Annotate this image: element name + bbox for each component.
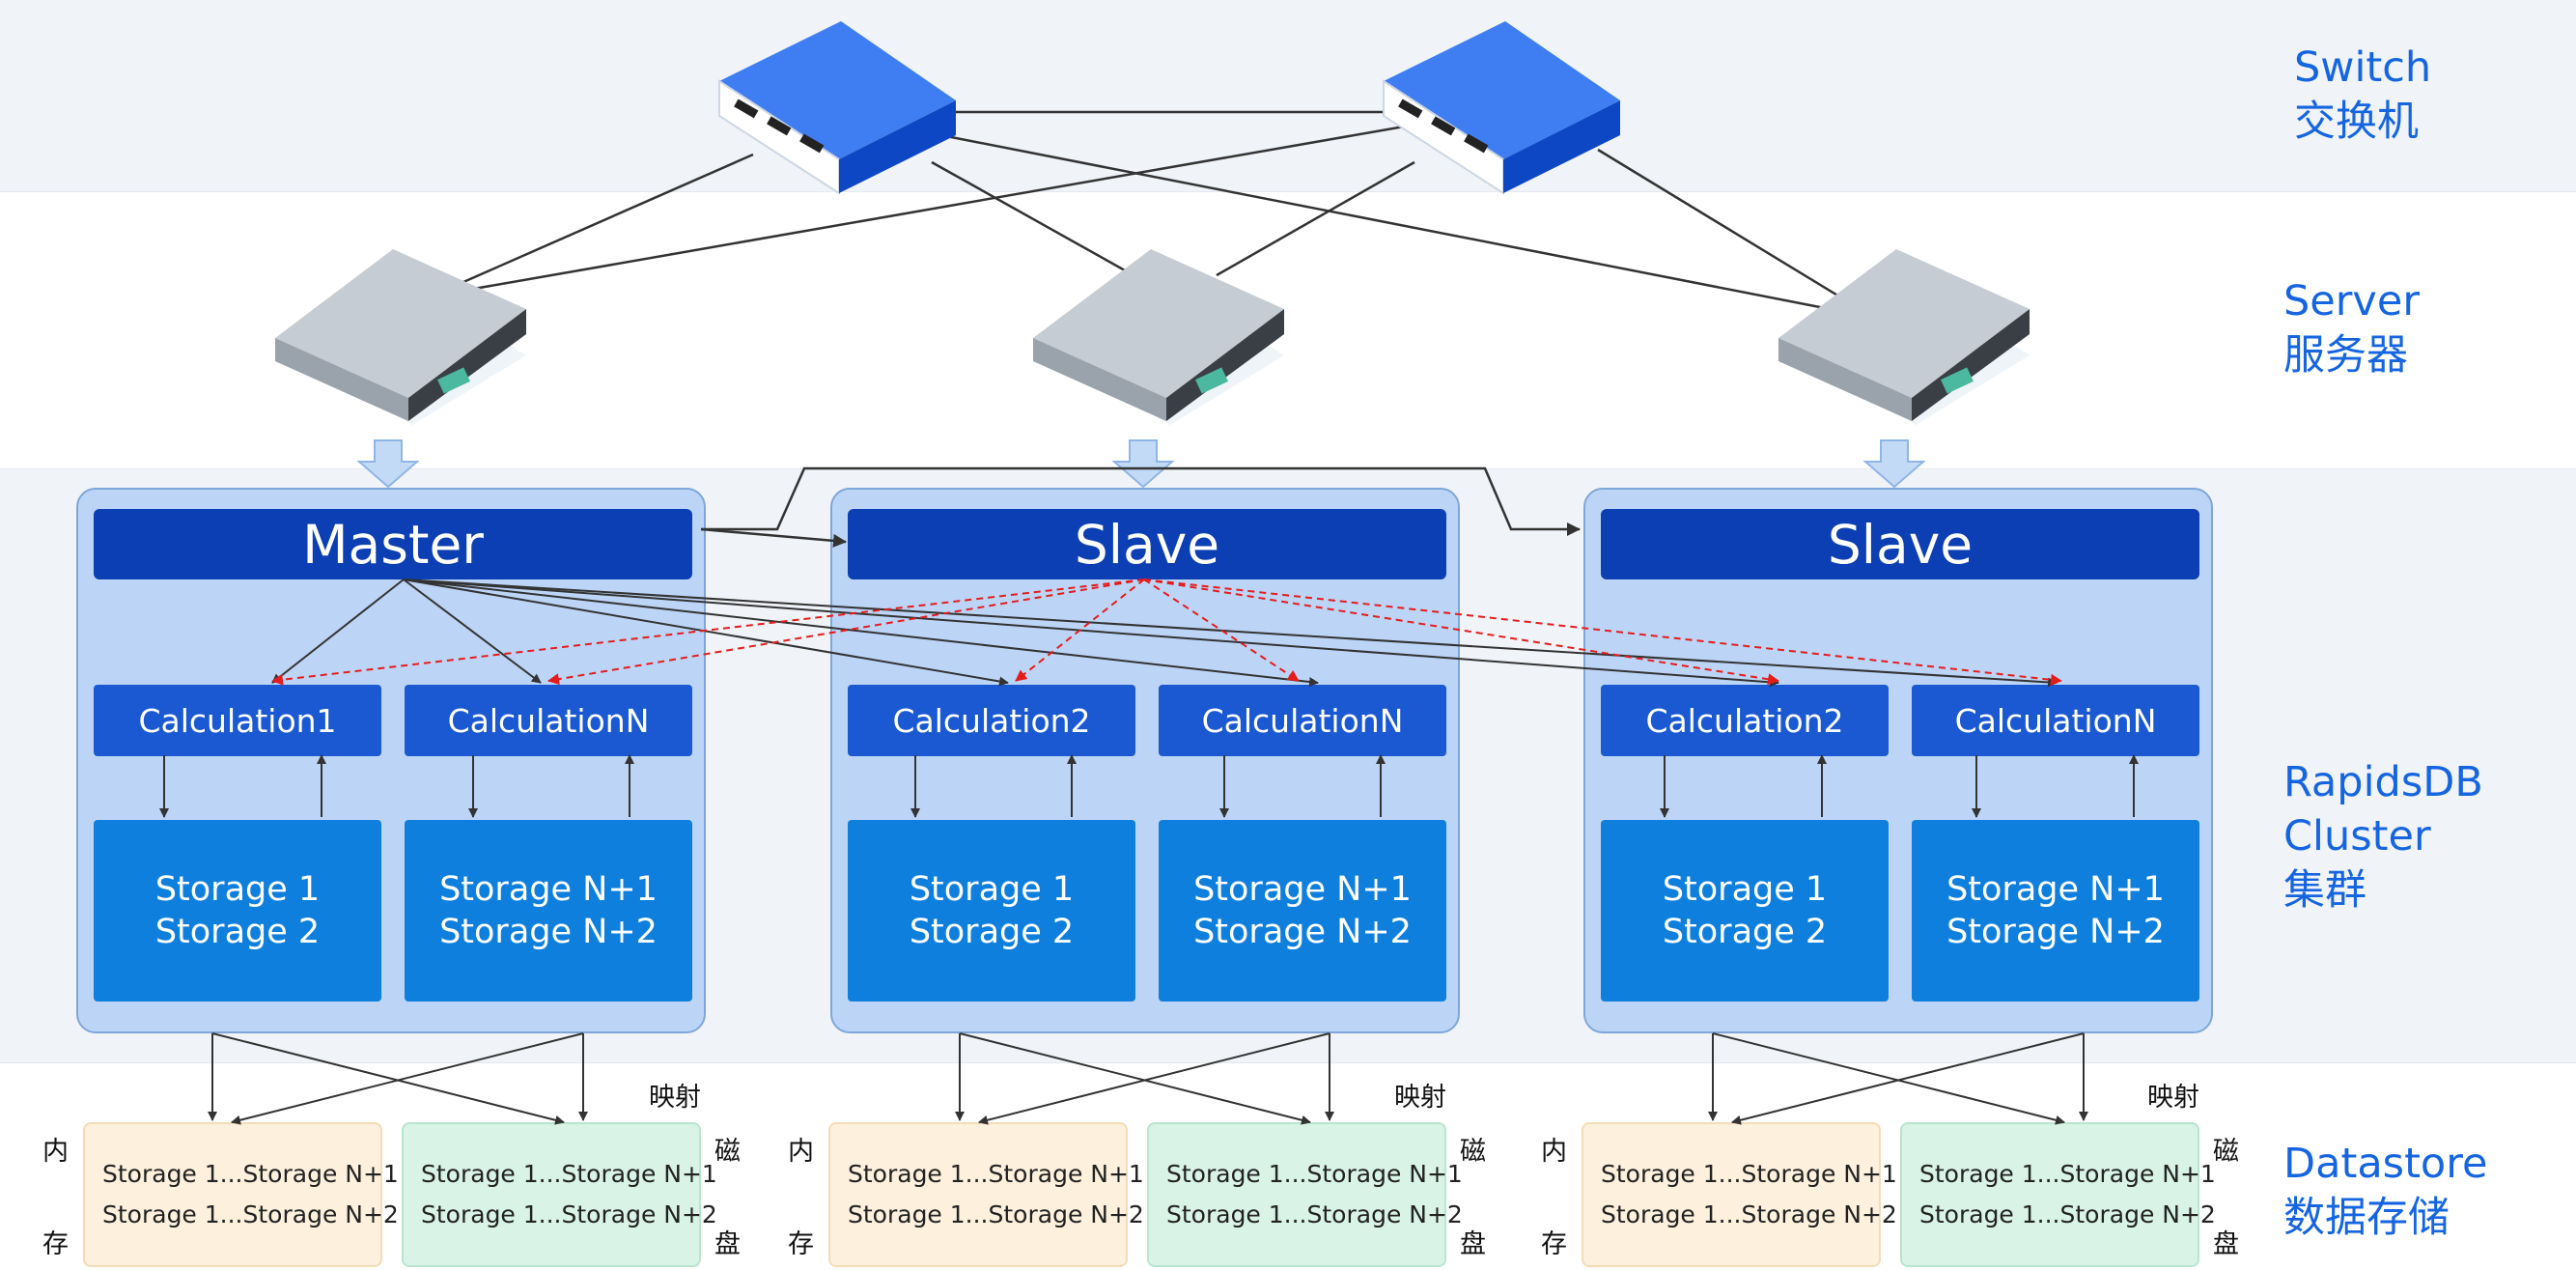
- memory-label-top: 内: [788, 1137, 814, 1167]
- cluster-label-en2: Cluster: [2283, 812, 2431, 861]
- store-line: Storage 1...Storage N+2: [1166, 1200, 1463, 1228]
- cluster-slave-2: Slave Calculation2 CalculationN Storage …: [1583, 488, 2213, 1033]
- storage-node: Storage N+1 Storage N+2: [405, 820, 692, 1002]
- disk-label-bottom: 盘: [2213, 1229, 2239, 1259]
- disk-store: Storage 1...Storage N+1 Storage 1...Stor…: [402, 1122, 717, 1267]
- server-icon: [1778, 249, 2030, 425]
- master-dispatch-arrows: [271, 579, 2058, 688]
- storage-node: Storage 1 Storage 2: [94, 820, 381, 1002]
- storage-line: Storage N+1: [1193, 870, 1412, 909]
- disk-label-top: 磁: [714, 1137, 741, 1167]
- switch-icon: [718, 21, 956, 195]
- cluster-label-zh: 集群: [2283, 866, 2366, 915]
- store-line: Storage 1...Storage N+1: [1919, 1160, 2216, 1188]
- storage-line: Storage N+1: [1946, 870, 2165, 909]
- calc-storage-arrows: [159, 754, 2139, 818]
- cluster-layer-label: RapidsDB Cluster 集群: [2283, 755, 2483, 917]
- storage-line: Storage N+2: [439, 913, 658, 951]
- disk-label-top: 磁: [1460, 1137, 1486, 1167]
- disk-store: Storage 1...Storage N+1 Storage 1...Stor…: [1900, 1122, 2216, 1267]
- store-line: Storage 1...Storage N+2: [102, 1200, 399, 1228]
- memory-store: Storage 1...Storage N+1 Storage 1...Stor…: [83, 1122, 399, 1267]
- datastore-layer-label: Datastore 数据存储: [2283, 1137, 2487, 1245]
- calc-node: CalculationN: [1159, 685, 1446, 756]
- calc-node: CalculationN: [1912, 685, 2199, 756]
- store-line: Storage 1...Storage N+1: [421, 1160, 717, 1188]
- down-block-arrow-icon: [1111, 439, 1175, 489]
- datastore-arrows: [208, 1032, 2088, 1125]
- calc-node: Calculation2: [1601, 685, 1889, 756]
- store-line: Storage 1...Storage N+2: [421, 1200, 717, 1228]
- storage-line: Storage 2: [1662, 913, 1828, 951]
- storage-line: Storage 2: [909, 913, 1075, 951]
- down-block-arrow-icon: [1862, 439, 1926, 489]
- switch-layer-band: [0, 0, 2576, 191]
- storage-line: Storage N+2: [1193, 913, 1412, 951]
- memory-label-top: 内: [42, 1137, 69, 1167]
- cluster-master: Master Calculation1 CalculationN Storage…: [76, 488, 706, 1033]
- server-label-zh: 服务器: [2283, 331, 2408, 380]
- storage-line: Storage 1: [909, 870, 1075, 909]
- server-layer-label: Server 服务器: [2283, 274, 2420, 382]
- store-line: Storage 1...Storage N+1: [1166, 1160, 1463, 1188]
- slave-node-bar: Slave: [1601, 509, 2199, 579]
- server-icon: [1033, 249, 1284, 425]
- mapping-label: 映射: [649, 1083, 701, 1113]
- storage-line: Storage 2: [154, 913, 321, 951]
- down-block-arrow-icon: [356, 439, 420, 489]
- cluster-label-en1: RapidsDB: [2283, 758, 2483, 806]
- store-line: Storage 1...Storage N+1: [848, 1160, 1144, 1188]
- store-line: Storage 1...Storage N+2: [1601, 1200, 1897, 1228]
- mapping-label: 映射: [2147, 1083, 2199, 1113]
- calc-node: Calculation2: [848, 685, 1135, 756]
- disk-label-bottom: 盘: [1460, 1229, 1486, 1259]
- switch-icon: [1383, 21, 1620, 195]
- network-links: [462, 110, 1845, 311]
- storage-line: Storage 1: [1662, 870, 1828, 909]
- memory-label-bottom: 存: [1541, 1229, 1567, 1259]
- mapping-label: 映射: [1394, 1083, 1446, 1113]
- storage-line: Storage N+2: [1946, 913, 2165, 951]
- disk-label-bottom: 盘: [714, 1229, 741, 1259]
- store-line: Storage 1...Storage N+2: [1919, 1200, 2216, 1228]
- calc-node: CalculationN: [405, 685, 692, 756]
- master-node-bar: Master: [94, 509, 692, 579]
- server-icon: [275, 249, 526, 425]
- storage-node: Storage N+1 Storage N+2: [1159, 820, 1446, 1002]
- server-label-en: Server: [2283, 277, 2421, 325]
- calc-node: Calculation1: [94, 685, 381, 756]
- switch-label-zh: 交换机: [2294, 98, 2419, 146]
- storage-line: Storage 1: [154, 870, 321, 909]
- master-slave-links: [700, 466, 1581, 548]
- disk-store: Storage 1...Storage N+1 Storage 1...Stor…: [1147, 1122, 1463, 1267]
- storage-line: Storage N+1: [439, 870, 658, 909]
- memory-label-top: 内: [1541, 1137, 1567, 1167]
- switch-label-en: Switch: [2294, 43, 2432, 92]
- storage-node: Storage N+1 Storage N+2: [1912, 820, 2199, 1002]
- replication-arrows: [271, 579, 2062, 686]
- store-line: Storage 1...Storage N+1: [1601, 1160, 1897, 1188]
- memory-label-bottom: 存: [42, 1229, 69, 1259]
- slave-node-bar: Slave: [848, 509, 1446, 579]
- memory-label-bottom: 存: [788, 1229, 814, 1259]
- storage-node: Storage 1 Storage 2: [848, 820, 1135, 1002]
- memory-store: Storage 1...Storage N+1 Storage 1...Stor…: [828, 1122, 1144, 1267]
- store-line: Storage 1...Storage N+1: [102, 1160, 399, 1188]
- datastore-label-zh: 数据存储: [2283, 1194, 2450, 1242]
- memory-store: Storage 1...Storage N+1 Storage 1...Stor…: [1582, 1122, 1897, 1267]
- store-line: Storage 1...Storage N+2: [848, 1200, 1144, 1228]
- switch-layer-label: Switch 交换机: [2294, 41, 2431, 149]
- storage-node: Storage 1 Storage 2: [1601, 820, 1889, 1002]
- cluster-slave-1: Slave Calculation2 CalculationN Storage …: [830, 488, 1460, 1033]
- disk-label-top: 磁: [2213, 1137, 2239, 1167]
- datastore-label-en: Datastore: [2283, 1140, 2488, 1188]
